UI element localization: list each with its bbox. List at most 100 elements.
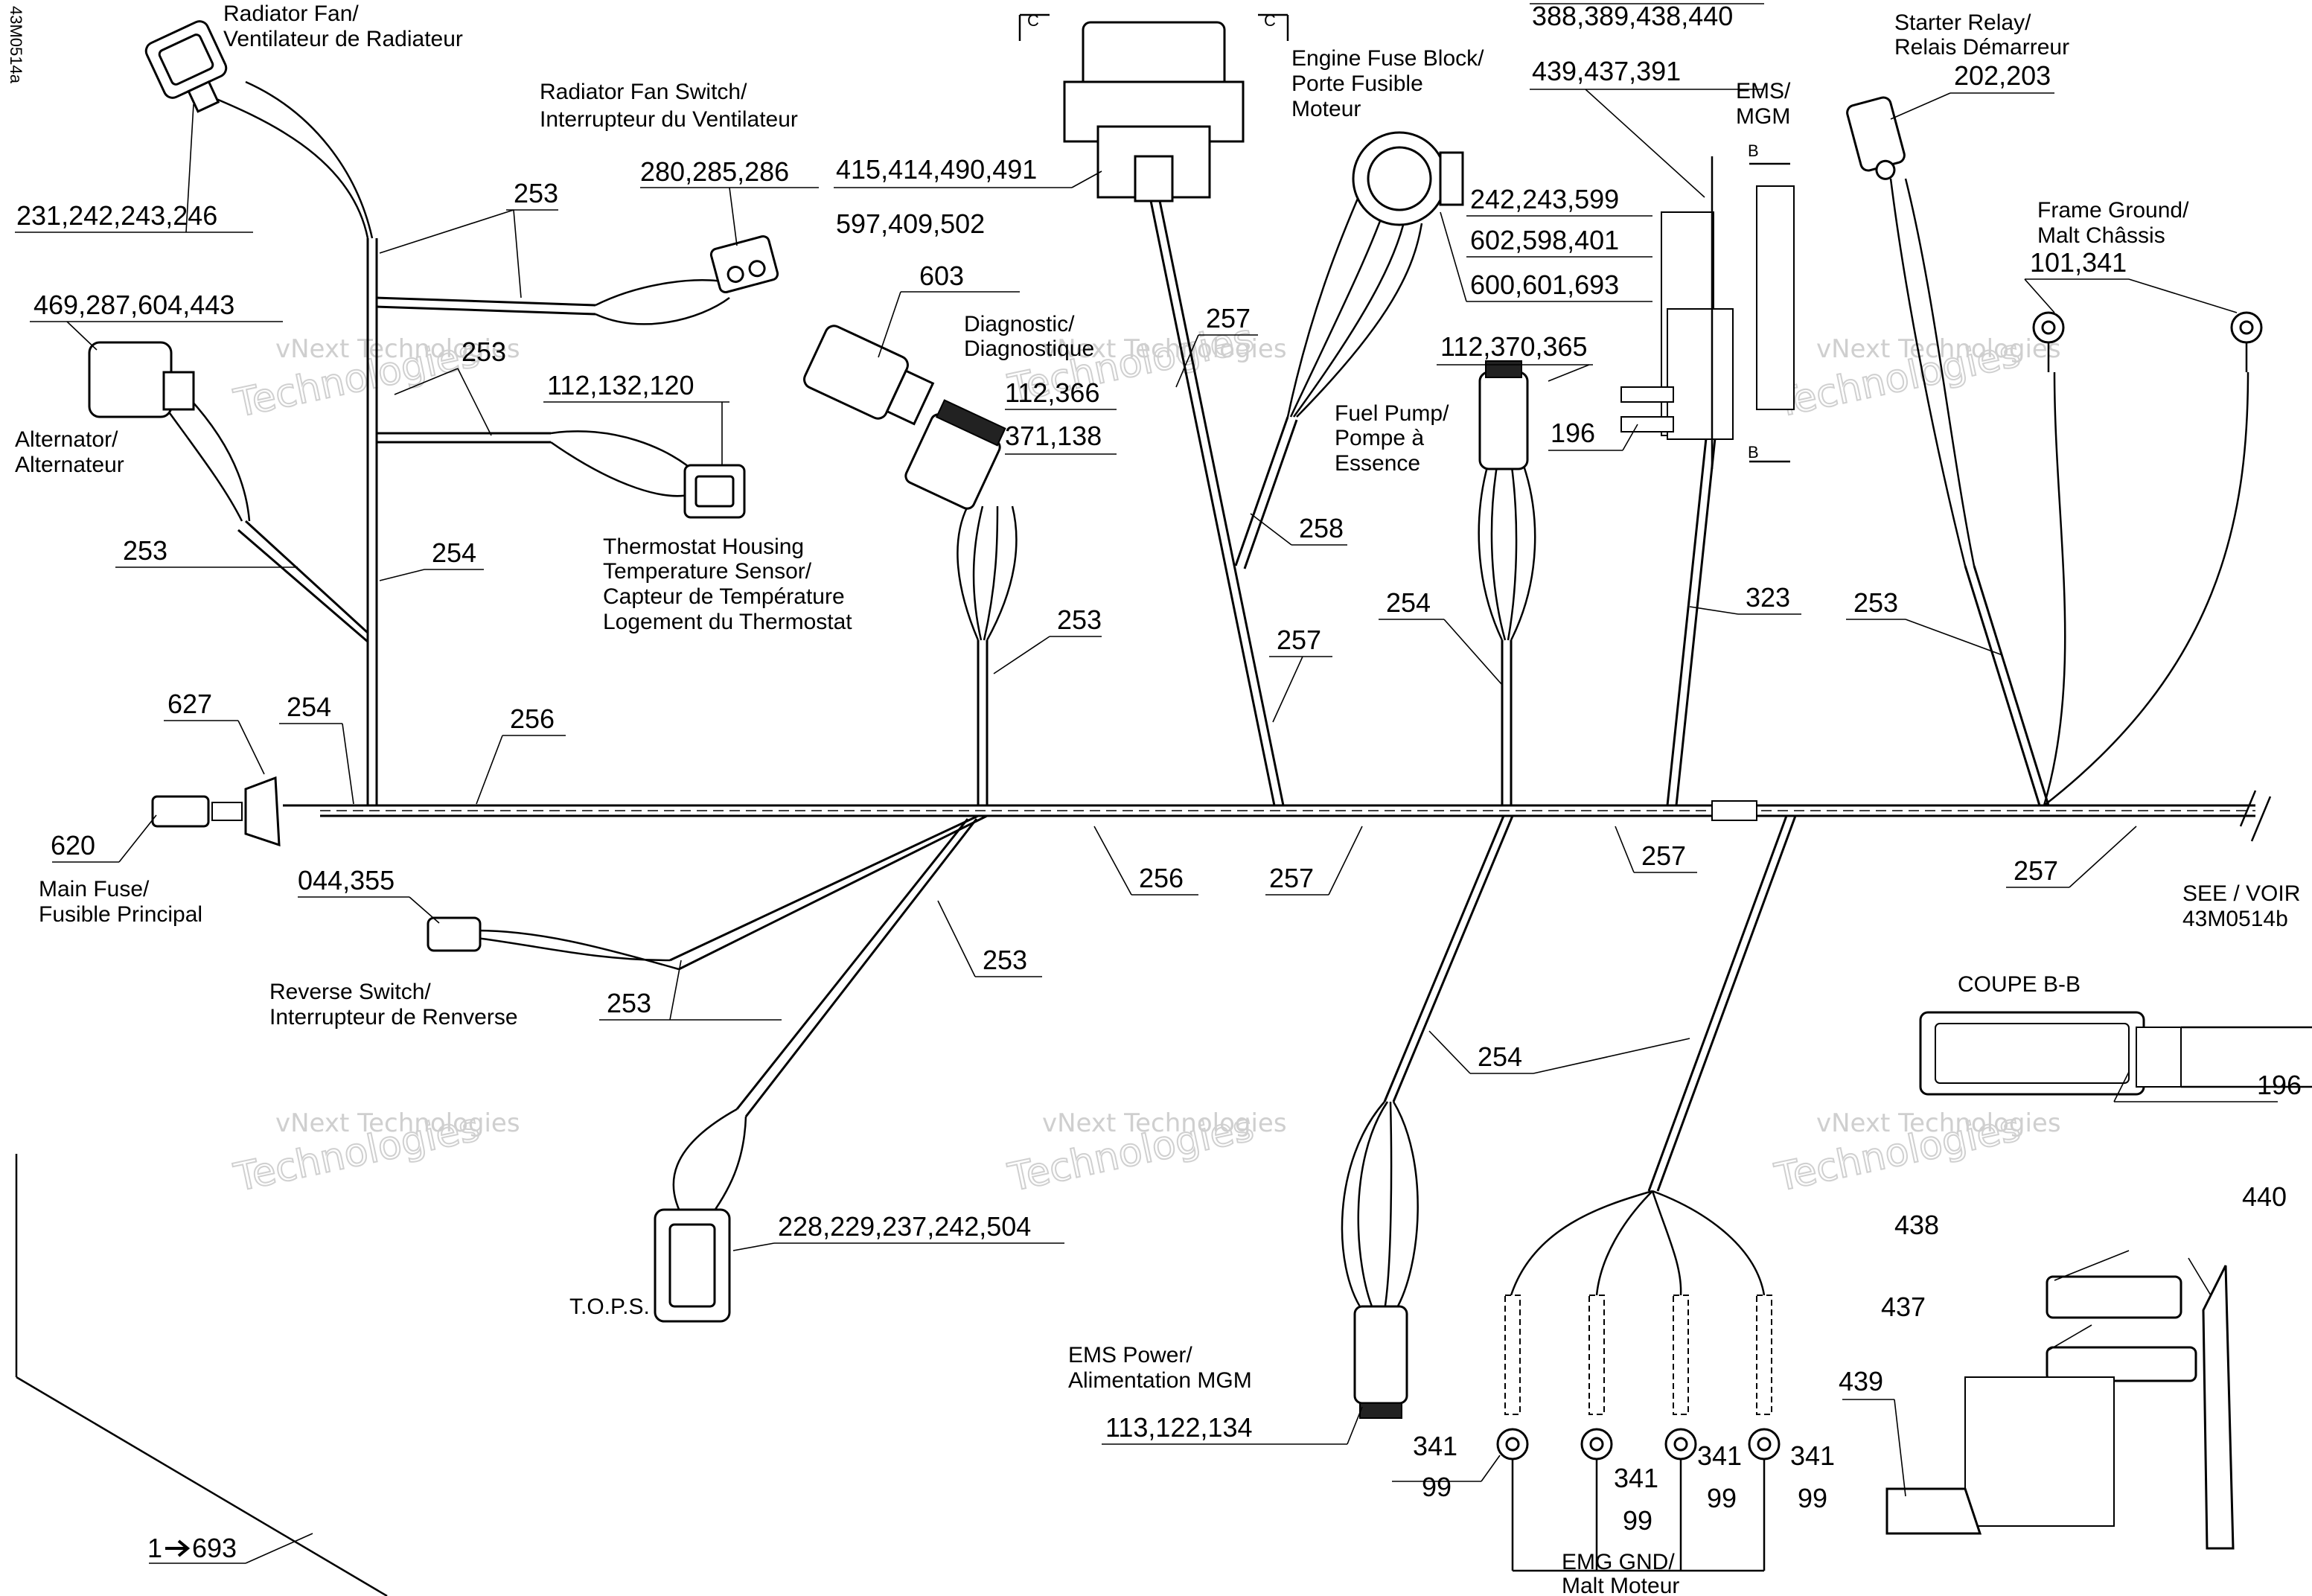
thermostat-label-2: Temperature Sensor/ xyxy=(603,559,812,584)
ems-label-1: EMS/ xyxy=(1736,79,1791,103)
fuel-pump-label-2: Pompe à xyxy=(1335,426,1424,450)
wire-labels: 253 253 253 254 254 256 253 257 258 257 … xyxy=(115,178,2137,1074)
engine-fuse-block-connector xyxy=(1352,131,1464,226)
ems-power-pins: 113,122,134 xyxy=(1105,1412,1253,1443)
frame-ground-pins: 101,341 xyxy=(2030,247,2127,278)
diagnostic-mate-connector xyxy=(904,399,1006,510)
wire-label-253: 253 xyxy=(607,988,651,1018)
branch-lower-right xyxy=(1510,815,1797,1296)
engine-fuse-block-pins-2: 602,598,401 xyxy=(1470,225,1619,255)
wire-label-256: 256 xyxy=(1139,863,1184,893)
alternator-label-fr: Alternateur xyxy=(15,453,124,477)
document-code: 43M0514a xyxy=(7,6,25,84)
emg-gnd-label: EMG GND/ xyxy=(1562,1550,1675,1574)
ems-pins-2: 439,437,391 xyxy=(1532,56,1681,86)
wire-label-257: 257 xyxy=(1641,840,1686,871)
bottom-ref-number: 1 xyxy=(147,1533,162,1563)
section-c-marker: C xyxy=(1264,11,1276,30)
coupe-bb-section xyxy=(1919,1011,2312,1096)
radiator-fan-switch-label-fr: Interrupteur du Ventilateur xyxy=(540,107,798,132)
wire-label-257: 257 xyxy=(2014,855,2058,886)
diagnostic-mate-pins-2: 371,138 xyxy=(1005,421,1102,451)
starter-relay-label: Starter Relay/ xyxy=(1894,10,2031,35)
emg-gnd-pins-341: 341 xyxy=(1697,1440,1742,1471)
tops-pins: 228,229,237,242,504 xyxy=(778,1211,1031,1242)
ems-detail-437: 437 xyxy=(1881,1292,1926,1322)
ems-detail-connectors xyxy=(1885,1265,2235,1550)
watermarks: vNext Technologies Technologies vNext Te… xyxy=(229,316,2061,1201)
emg-gnd-pins-341: 341 xyxy=(1790,1440,1835,1471)
thermostat-label-4: Logement du Thermostat xyxy=(603,610,852,634)
fuel-pump-label-1: Fuel Pump/ xyxy=(1335,401,1449,426)
alternator-label: Alternator/ xyxy=(15,427,118,452)
watermark-text: vNext Technologies xyxy=(1042,1108,1287,1138)
wire-label-254: 254 xyxy=(1386,587,1431,618)
watermark-text: vNext Technologies xyxy=(1816,1108,2061,1138)
fuel-pump-connector xyxy=(1478,360,1529,470)
ems-pins-1: 388,389,438,440 xyxy=(1532,1,1733,31)
diagnostic-connector xyxy=(803,325,935,426)
thermostat-pins: 112,132,120 xyxy=(547,370,694,400)
wire-label-254: 254 xyxy=(432,537,476,568)
wire-label-257: 257 xyxy=(1269,863,1314,893)
thermostat-label-1: Thermostat Housing xyxy=(603,534,804,559)
frame-ground-label-fr: Malt Châssis xyxy=(2037,223,2165,248)
radiator-fan-label-fr: Ventilateur de Radiateur xyxy=(223,27,463,51)
main-fuse-pins-620: 620 xyxy=(51,830,95,861)
thermostat-sensor-connector xyxy=(683,464,746,519)
ems-pins-196: 196 xyxy=(1551,418,1595,448)
branch-diagnostic xyxy=(957,505,1018,805)
main-fuse-label-fr: Fusible Principal xyxy=(39,902,202,927)
emg-gnd-label-fr: Malt Moteur xyxy=(1562,1574,1679,1596)
section-c-marker: C xyxy=(1027,11,1039,30)
engine-fuse-block-label-3: Moteur xyxy=(1291,97,1361,121)
branch-left-vertical xyxy=(237,238,596,807)
radiator-fan-label: Radiator Fan/ xyxy=(223,1,359,26)
wire-label-253: 253 xyxy=(1057,604,1102,635)
ems-module: B B xyxy=(1620,141,1795,469)
reverse-switch-connector xyxy=(427,916,482,952)
main-fuse xyxy=(151,776,281,847)
wire-label-258: 258 xyxy=(1299,513,1344,543)
emg-gnd-pins-341: 341 xyxy=(1614,1463,1658,1493)
fuel-pump-pins: 112,370,365 xyxy=(1440,331,1588,362)
emg-gnd-pins-99: 99 xyxy=(1422,1472,1452,1502)
ems-label-2: MGM xyxy=(1736,104,1790,129)
diagnostic-mate-pins-1: 112,366 xyxy=(1005,377,1099,408)
starter-relay-pins: 202,203 xyxy=(1954,60,2051,91)
bottom-ref-target: 693 xyxy=(192,1533,237,1563)
see-ref-code: 43M0514b xyxy=(2182,907,2288,931)
reverse-switch-label: Reverse Switch/ xyxy=(269,980,431,1004)
ems-detail-438: 438 xyxy=(1894,1210,1939,1240)
arrow-right-icon xyxy=(165,1539,191,1557)
radiator-fan-pins: 231,242,243,246 xyxy=(16,200,217,231)
section-b-marker: B xyxy=(1748,443,1759,462)
component-labels: Radiator Fan/ Ventilateur de Radiateur 2… xyxy=(15,1,2302,1596)
emg-gnd-pins-99: 99 xyxy=(1623,1505,1652,1536)
wire-label-253: 253 xyxy=(462,336,506,367)
wire-label-253: 253 xyxy=(123,535,167,566)
coupe-title: COUPE B-B xyxy=(1958,972,2081,997)
fuel-pump-label-3: Essence xyxy=(1335,451,1420,476)
emg-gnd-pins-341: 341 xyxy=(1413,1431,1457,1461)
main-fuse-label: Main Fuse/ xyxy=(39,877,150,901)
frame-ground-label: Frame Ground/ xyxy=(2037,198,2189,223)
coupe-pins: 196 xyxy=(2257,1070,2302,1100)
leader-lines xyxy=(15,3,2278,1564)
ems-detail-439: 439 xyxy=(1839,1366,1883,1396)
main-fuse-pins-627: 627 xyxy=(167,689,212,719)
frame-ground-terminal xyxy=(2230,311,2263,372)
wire-label-257: 257 xyxy=(1206,303,1251,333)
frame-lines xyxy=(15,1154,388,1596)
see-ref-label: SEE / VOIR xyxy=(2182,881,2300,906)
thermostat-label-3: Capteur de Température xyxy=(603,584,845,609)
alternator-connector xyxy=(88,341,195,418)
branch-main-connector xyxy=(1148,170,1423,806)
wire-label-254: 254 xyxy=(1478,1041,1522,1072)
branch-fuel-pump xyxy=(1478,461,1536,805)
engine-fuse-block-label-1: Engine Fuse Block/ xyxy=(1291,46,1484,71)
wire-label-253: 253 xyxy=(983,945,1027,975)
main-connector-pins-1: 415,414,490,491 xyxy=(836,154,1037,185)
diagnostic-pins: 603 xyxy=(919,261,964,291)
